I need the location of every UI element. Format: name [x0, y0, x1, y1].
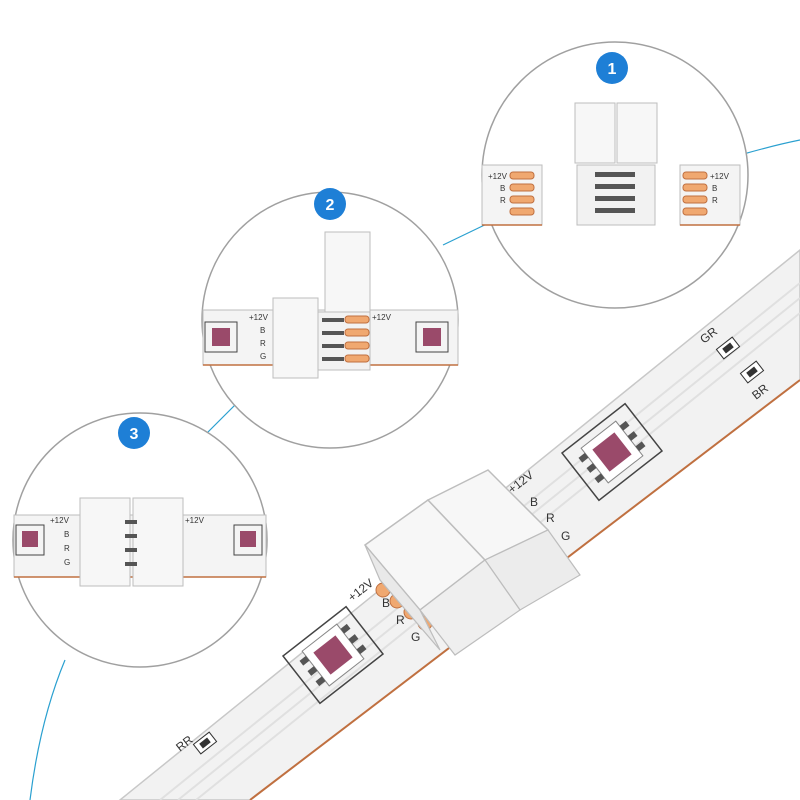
led-chip-icon [15, 524, 45, 556]
step-number: 2 [326, 197, 335, 214]
pin-label-v12: +12V [249, 313, 269, 322]
pin-label-b: B [382, 596, 390, 610]
pin-label-b: B [260, 326, 265, 335]
pin-label-b: B [64, 530, 69, 539]
pin-label-r: R [64, 544, 70, 553]
pin-label-g: G [411, 630, 420, 644]
led-chip-icon [204, 321, 238, 353]
pin-label-r: R [500, 196, 506, 205]
step-number: 1 [608, 61, 617, 78]
connector-clip-icon [574, 102, 658, 226]
pin-label-g: G [260, 352, 266, 361]
resistor-icon [739, 360, 765, 384]
pin-label-b: B [712, 184, 717, 193]
connector-clip-icon [79, 497, 184, 587]
resistor-icon [192, 731, 218, 755]
resistor-icon [715, 336, 741, 360]
callout-circle-3: +12V B R G +12V [12, 412, 268, 668]
led-chip-icon [281, 605, 385, 705]
pin-label-v12: +12V [372, 313, 392, 322]
pin-label-v12: +12V [185, 516, 205, 525]
callout-circle-2: +12V B R G +12V [201, 191, 459, 449]
step-badge-1: 1 [596, 52, 628, 84]
main-led-strip: GR BR RR +12V B R G +12V B R G [118, 249, 800, 800]
pin-label-v12: +12V [488, 172, 508, 181]
led-chip-icon [560, 402, 664, 502]
pin-label-r: R [712, 196, 718, 205]
pin-label-r: R [396, 613, 405, 627]
led-chip-icon [415, 321, 449, 353]
step-badge-3: 3 [118, 417, 150, 449]
pin-label-g: G [64, 558, 70, 567]
leader-line-1 [739, 139, 800, 156]
pin-label-b: B [530, 495, 538, 509]
pin-label-g: G [561, 529, 570, 543]
pin-label-v12: +12V [710, 172, 730, 181]
pin-label-v12: +12V [50, 516, 70, 525]
pin-label-b: B [500, 184, 505, 193]
leader-line-4 [29, 659, 66, 800]
pin-label-r: R [260, 339, 266, 348]
led-chip-icon [233, 524, 263, 556]
step-badge-2: 2 [314, 188, 346, 220]
connector-clip-icon [363, 469, 581, 656]
callout-circle-1: +12V B R +12V B R [481, 41, 749, 309]
connector-clip-icon [272, 231, 371, 379]
pin-label-r: R [546, 511, 555, 525]
step-number: 3 [130, 426, 139, 443]
